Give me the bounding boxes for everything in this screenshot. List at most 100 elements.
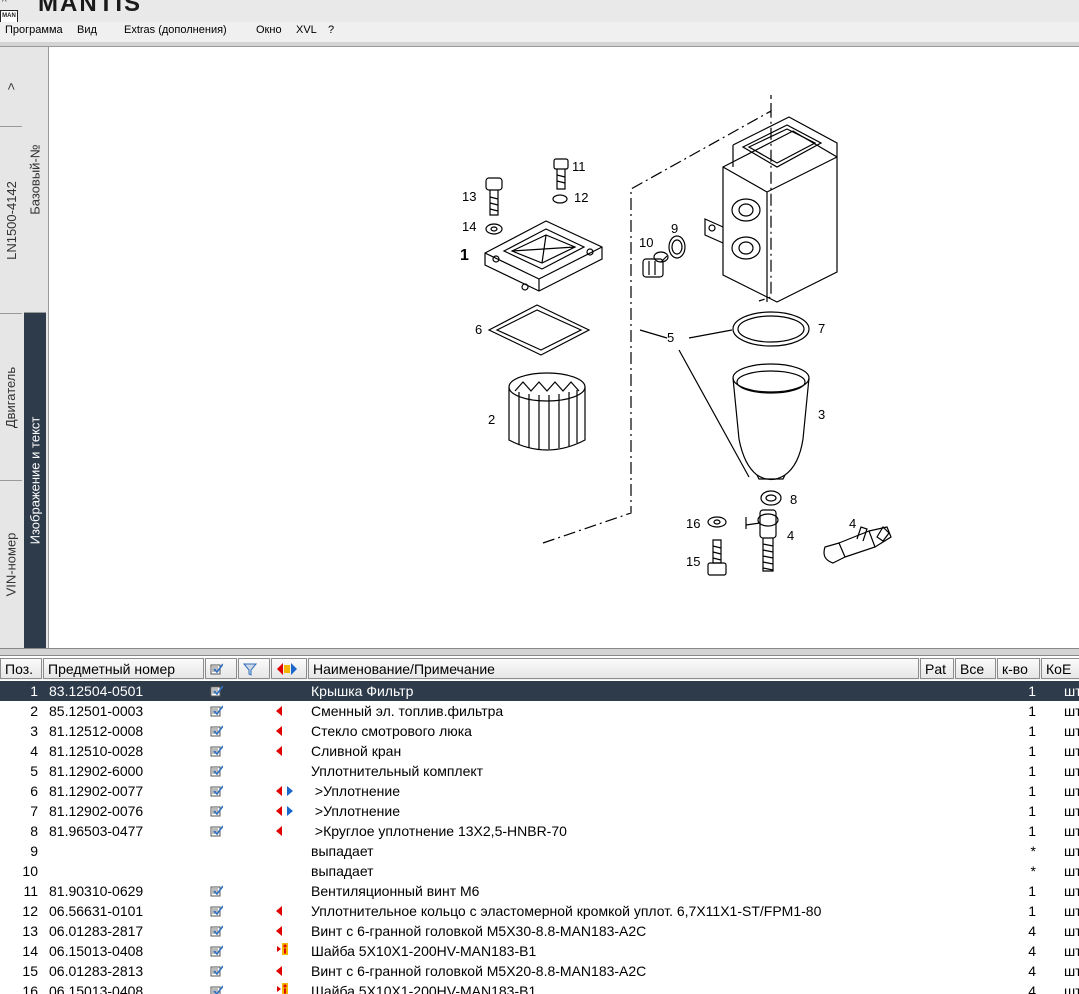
cell-check[interactable] xyxy=(210,721,232,741)
cell-check[interactable] xyxy=(210,741,232,761)
col-header-pos[interactable]: Поз. xyxy=(0,658,42,679)
col-header-all[interactable]: Все xyxy=(955,658,996,679)
col-header-pat[interactable]: Pat xyxy=(920,658,954,679)
cell-check[interactable] xyxy=(210,781,232,801)
callout-3[interactable]: 3 xyxy=(818,407,825,422)
cell-name: Сливной кран xyxy=(311,743,402,759)
cell-check[interactable] xyxy=(210,981,232,994)
col-header-filter[interactable] xyxy=(238,658,270,679)
callout-11[interactable]: 11 xyxy=(572,159,586,174)
col-header-number[interactable]: Предметный номер xyxy=(43,658,204,679)
cell-check[interactable] xyxy=(210,801,232,821)
cell-unit: шт xyxy=(1064,783,1079,799)
cell-check[interactable] xyxy=(210,881,232,901)
callout-13[interactable]: 13 xyxy=(462,189,476,204)
col-header-nav[interactable] xyxy=(271,658,307,679)
tab-collapse[interactable]: > xyxy=(0,47,22,127)
table-header: Поз. Предметный номер Наименование/Приме… xyxy=(0,658,1079,680)
prev-arrow-icon[interactable] xyxy=(276,906,282,916)
prev-arrow-icon[interactable] xyxy=(276,826,282,836)
callout-5[interactable]: 5 xyxy=(667,330,674,345)
callout-4b[interactable]: 4 xyxy=(849,516,856,531)
cell-name: Уплотнительное кольцо с эластомерной кро… xyxy=(311,903,822,919)
info-warning-icon xyxy=(277,943,288,955)
cell-name: Уплотнительный комплект xyxy=(311,763,484,779)
prev-arrow-icon[interactable] xyxy=(276,746,282,756)
menu-window[interactable]: Окно xyxy=(256,24,282,36)
pane-splitter[interactable] xyxy=(0,648,1079,656)
callout-4a[interactable]: 4 xyxy=(787,528,794,543)
col-header-qty[interactable]: к-во xyxy=(997,658,1040,679)
parts-drawing[interactable]: 1 2 3 4 4 5 6 7 8 9 10 11 12 13 14 15 16 xyxy=(49,47,1079,648)
cell-check[interactable] xyxy=(210,761,232,781)
callout-1[interactable]: 1 xyxy=(460,247,469,264)
cell-check[interactable] xyxy=(210,841,232,861)
col-header-name[interactable]: Наименование/Примечание xyxy=(308,658,919,679)
app-logo: MAN xyxy=(0,10,18,22)
callout-16[interactable]: 16 xyxy=(686,516,700,531)
next-arrow-icon[interactable] xyxy=(287,806,293,816)
cell-part-number: 81.12902-0076 xyxy=(49,803,144,819)
menu-xvl[interactable]: XVL xyxy=(296,24,317,36)
cell-check[interactable] xyxy=(210,861,232,881)
cell-check[interactable] xyxy=(210,961,232,981)
callout-14[interactable]: 14 xyxy=(462,219,476,234)
cell-check[interactable] xyxy=(210,701,232,721)
cell-check[interactable] xyxy=(210,921,232,941)
prev-arrow-icon[interactable] xyxy=(276,926,282,936)
callout-7[interactable]: 7 xyxy=(818,321,825,336)
cell-check[interactable] xyxy=(210,901,232,921)
callout-9[interactable]: 9 xyxy=(671,221,678,236)
tab-vin[interactable]: VIN-номер xyxy=(3,532,19,597)
menu-help[interactable]: ? xyxy=(328,24,335,36)
cell-qty: 4 xyxy=(1028,983,1036,994)
cell-check[interactable] xyxy=(210,821,232,841)
callout-15[interactable]: 15 xyxy=(686,554,700,569)
nav-arrows-icon xyxy=(277,663,297,675)
prev-arrow-icon[interactable] xyxy=(276,726,282,736)
cell-check[interactable] xyxy=(210,681,232,701)
tab-ln-number[interactable]: LN1500-4142 xyxy=(0,127,22,314)
cell-name: выпадает xyxy=(311,863,374,879)
cell-part-number: 81.96503-0477 xyxy=(49,823,144,839)
cell-check[interactable] xyxy=(210,941,232,961)
menu-view[interactable]: Вид xyxy=(77,24,97,36)
prev-arrow-icon[interactable] xyxy=(276,806,282,816)
tab-engine[interactable]: Двигатель xyxy=(0,314,22,481)
prev-arrow-icon[interactable] xyxy=(276,706,282,716)
callout-2[interactable]: 2 xyxy=(488,412,495,427)
tab-image-text[interactable]: Изображение и текст xyxy=(24,313,46,648)
tab-base-number[interactable]: Базовый-№ xyxy=(24,47,46,313)
col-header-check[interactable] xyxy=(205,658,237,679)
callout-12[interactable]: 12 xyxy=(574,190,588,205)
cell-nav xyxy=(276,821,306,841)
callout-8[interactable]: 8 xyxy=(790,492,797,507)
cell-pos: 7 xyxy=(30,803,38,819)
cell-qty: 1 xyxy=(1028,683,1036,699)
menu-extras[interactable]: Extras (дополнения) xyxy=(124,24,227,36)
prev-arrow-icon[interactable] xyxy=(276,786,282,796)
next-arrow-icon[interactable] xyxy=(287,786,293,796)
prev-arrow-icon[interactable] xyxy=(276,966,282,976)
callout-6[interactable]: 6 xyxy=(475,322,482,337)
callout-10[interactable]: 10 xyxy=(639,235,653,250)
menu-program[interactable]: Программа xyxy=(5,24,63,36)
col-header-unit[interactable]: КоЕ xyxy=(1041,658,1079,679)
cell-part-number xyxy=(49,861,204,881)
